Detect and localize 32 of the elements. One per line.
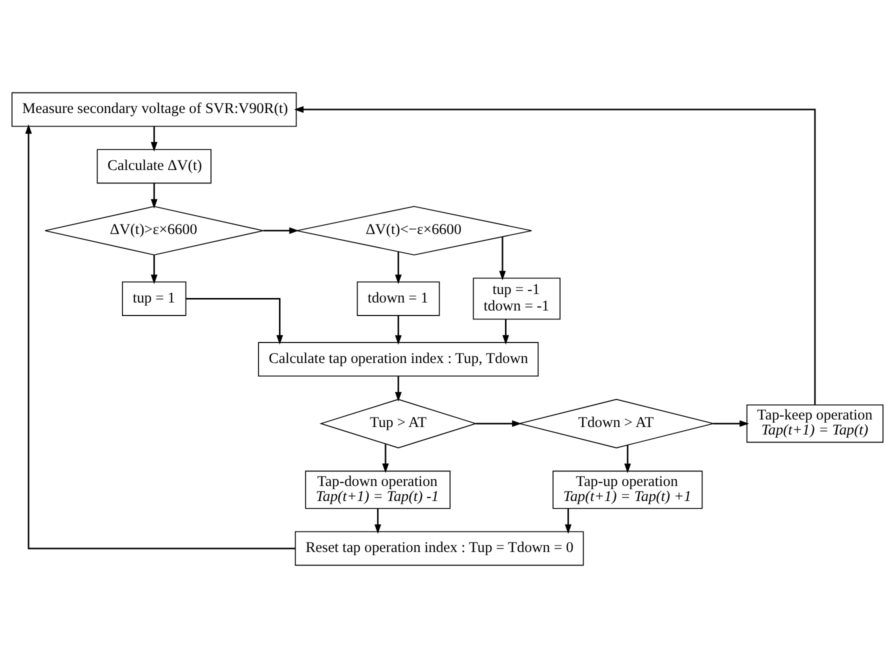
node-box: Tap-up operation Tap(t+1) = Tap(t) +1	[552, 470, 703, 509]
arrow	[476, 420, 522, 427]
node-box: Calculate tap operation index : Tup, Tdown	[258, 342, 539, 377]
node-diamond: Tdown > AT	[519, 398, 714, 448]
node-box: Tap-keep operation Tap(t+1) = Tap(t)	[746, 404, 884, 443]
node-diamond: Tup > AT	[319, 398, 478, 448]
arrow	[624, 445, 631, 474]
node-box: Measure secondary voltage of SVR:V90R(t)	[12, 92, 297, 127]
node-box: tup = 1	[122, 281, 186, 316]
arrow	[395, 316, 402, 345]
arrow	[564, 508, 572, 534]
node-diamond: ΔV(t)>ε×6600	[44, 206, 264, 256]
arrow	[263, 227, 299, 234]
node-box: Tap-down operation Tap(t+1) = Tap(t) -1	[305, 470, 451, 509]
arrow	[374, 508, 382, 534]
arrow	[395, 376, 402, 402]
arrow	[25, 124, 296, 550]
arrow	[150, 183, 158, 209]
arrow	[150, 126, 158, 152]
node-box: tup = -1 tdown = -1	[472, 278, 560, 320]
arrow	[713, 420, 750, 427]
node-box: Calculate ΔV(t)	[96, 149, 212, 184]
arrow	[382, 444, 389, 474]
arrow	[499, 236, 506, 280]
node-box: Reset tap operation index : Tup = Tdown = 0	[294, 531, 584, 566]
node-box: tdown = 1	[356, 281, 440, 316]
arrow	[186, 298, 284, 345]
arrow	[395, 252, 402, 284]
arrow	[294, 106, 816, 405]
node-diamond: ΔV(t)<−ε×6600	[296, 206, 532, 256]
arrow	[502, 319, 510, 345]
arrow	[150, 255, 158, 284]
